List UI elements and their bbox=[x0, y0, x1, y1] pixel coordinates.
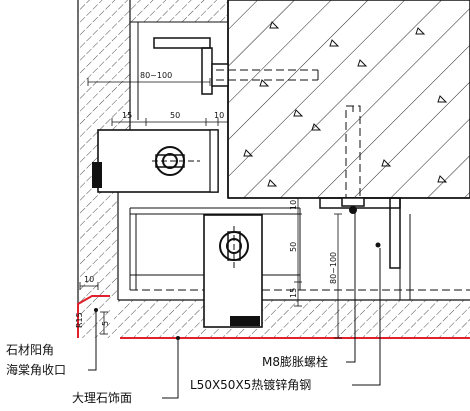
dim-10-left: 10 bbox=[84, 275, 94, 284]
dim-15-right: 15 bbox=[289, 288, 298, 298]
concrete-structure bbox=[227, 0, 470, 199]
dim-50-top: 50 bbox=[170, 111, 180, 120]
label-stone-corner-line1: 石材阳角 bbox=[6, 343, 54, 357]
label-stone-corner-line2: 海棠角收口 bbox=[6, 362, 66, 377]
dim-5: 5 bbox=[101, 321, 110, 326]
dim-80-100-right: 80~100 bbox=[329, 252, 338, 284]
label-marble-face: 大理石饰面 bbox=[72, 391, 132, 405]
dim-80-100-top: 80~100 bbox=[140, 71, 172, 80]
leader-lines bbox=[88, 212, 381, 399]
top-angle-steel-bracket bbox=[153, 37, 319, 95]
leader-dot-corner bbox=[94, 308, 98, 312]
dimension-lines bbox=[79, 78, 342, 339]
dim-10-top: 10 bbox=[214, 111, 224, 120]
dim-r15: R15 bbox=[75, 312, 84, 328]
dim-10-right: 10 bbox=[289, 200, 298, 210]
label-m8-bolt: M8膨胀螺栓 bbox=[262, 354, 328, 369]
left-stone-clamp bbox=[92, 129, 219, 193]
right-stone-clamp bbox=[203, 214, 263, 328]
dim-50-right: 50 bbox=[289, 242, 298, 252]
dim-15-top: 15 bbox=[122, 111, 132, 120]
right-angle-steel-bracket bbox=[319, 105, 401, 269]
label-angle-steel: L50X50X5热镀锌角钢 bbox=[190, 378, 311, 392]
leader-dot-marble bbox=[176, 336, 180, 340]
